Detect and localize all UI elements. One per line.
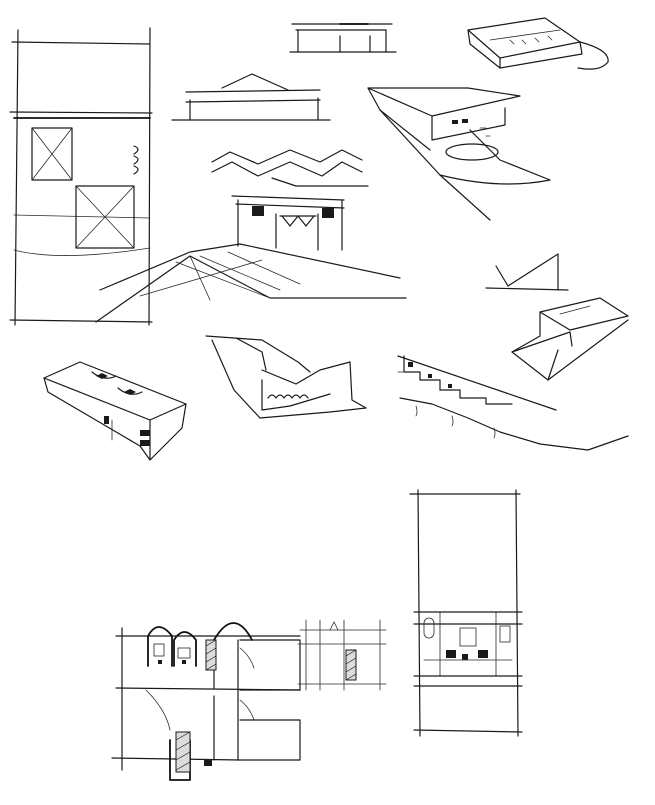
- floor-plan-sketch: [111, 619, 387, 781]
- axonometric-sketch-top-right: [467, 17, 609, 70]
- roof-profile-sketch: [211, 149, 369, 187]
- site-plan-sketch: [9, 27, 153, 326]
- hillside-house-sketch: [367, 87, 551, 221]
- perspective-house-sketch: [95, 195, 407, 323]
- terraced-section-sketch: [397, 355, 629, 451]
- pitched-roof-elevation: [171, 73, 331, 121]
- axonometric-slope-sketch: [511, 297, 629, 381]
- hillside-section-sketch: [205, 335, 367, 419]
- axonometric-block-sketch: [43, 361, 187, 461]
- tall-elevation-sketch: [409, 489, 523, 737]
- elevation-sketch-top: [289, 23, 397, 53]
- section-triangle-sketch: [485, 253, 569, 291]
